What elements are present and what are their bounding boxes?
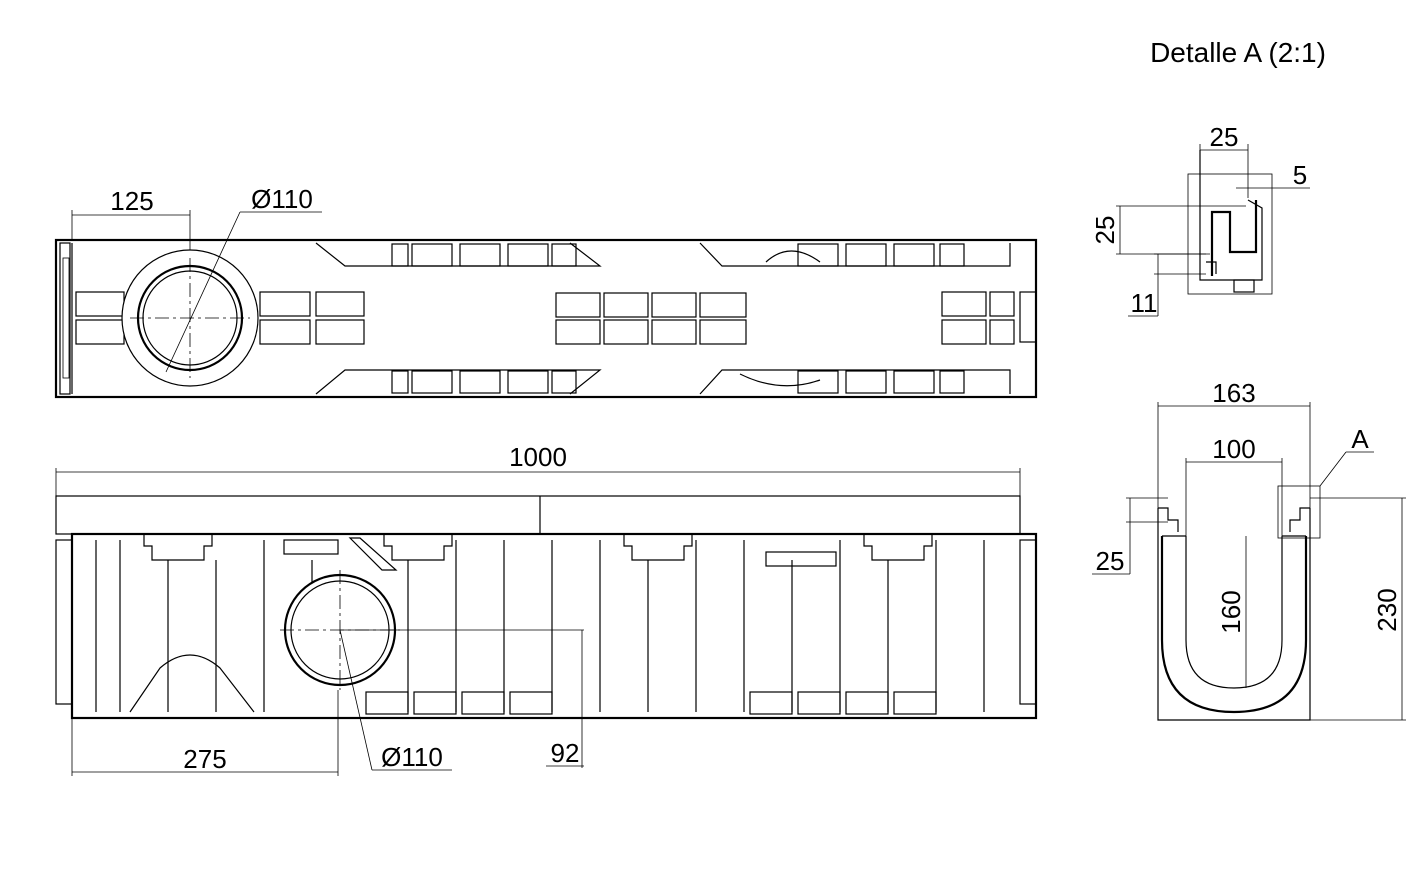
dim-detail-inset-label: 5 [1293,160,1307,190]
dim-detail-depth-label: 11 [1131,288,1158,318]
dim-detail-height-label: 25 [1090,216,1120,245]
dim-outlet-position-label: 275 [183,744,226,774]
top-view-outlet [121,249,259,387]
dim-offset-label: 125 [110,186,153,216]
top-view-lower-ribs [391,370,965,394]
dim-inner-width: 100 [1185,434,1283,536]
dim-rebate-label: 25 [1096,546,1125,576]
detail-title: Detalle A (2:1) [1150,37,1326,68]
dim-outlet-position-275: 275 [71,690,339,776]
dim-outer-width: 163 [1157,378,1311,508]
dim-outlet-diameter-top-label: Ø110 [251,184,313,214]
top-view-center-grid [555,292,747,345]
dim-total-height: 230 [1310,497,1406,721]
dim-inner-depth: 160 [1216,536,1247,688]
detail-a: 25 5 25 11 [1090,122,1310,318]
dim-outlet-diameter-side: Ø110 [339,629,452,772]
dim-detail-width: 25 [1199,122,1249,198]
cross-section: A 163 100 25 160 [1092,378,1406,721]
top-view-right-grid [941,291,1015,345]
dim-detail-depth: 11 [1128,253,1206,318]
side-view-ribs [95,540,985,712]
dim-inner-depth-label: 160 [1216,590,1246,633]
dim-offset-125: 125 [71,186,191,250]
side-view-bottom-slots [365,691,937,715]
dim-outlet-diameter-top: Ø110 [165,184,322,373]
dim-outer-width-label: 163 [1212,378,1255,408]
side-view-notches [143,534,933,571]
dim-length-1000: 1000 [55,442,1021,496]
dim-inner-width-label: 100 [1212,434,1255,464]
dim-detail-height: 25 [1090,205,1246,255]
dim-length-label: 1000 [509,442,567,472]
dim-total-height-label: 230 [1372,588,1402,631]
dim-detail-inset: 5 [1236,160,1310,190]
dim-outlet-height-92: 92 [340,629,584,768]
dim-outlet-diameter-side-label: Ø110 [381,742,443,772]
dim-outlet-height-label: 92 [551,738,580,768]
dim-rebate: 25 [1092,497,1168,576]
top-view-upper-ribs [391,243,965,267]
top-view: 125 Ø110 [54,184,1038,399]
dim-detail-width-label: 25 [1210,122,1239,152]
detail-marker: A [1351,424,1369,454]
side-view: 1000 275 Ø110 92 [55,442,1038,776]
